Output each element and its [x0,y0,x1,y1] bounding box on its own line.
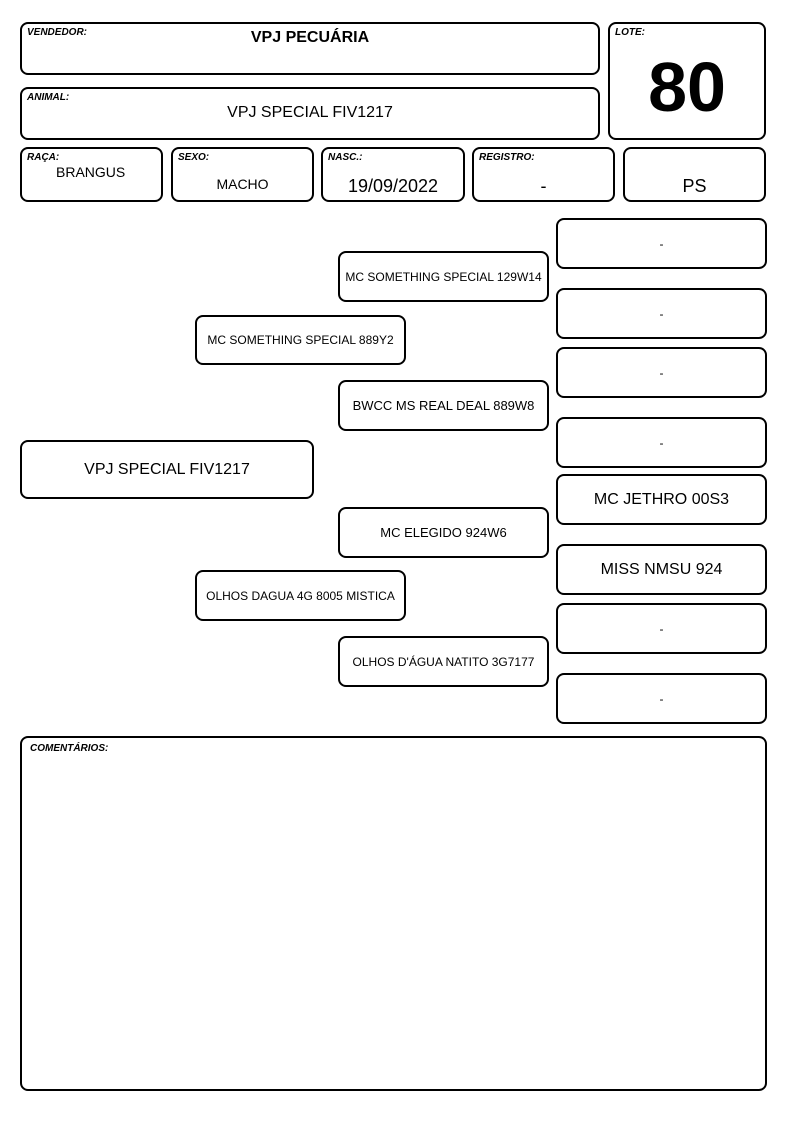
pedigree-gg-5: MC JETHRO 00S3 [556,474,767,525]
pedigree-gg-7-name: - [659,621,664,636]
animal-value: VPJ SPECIAL FIV1217 [227,104,393,121]
pedigree-gg-4-name: - [659,435,664,450]
raca-label: RAÇA: [27,152,60,163]
pedigree-gg-1-name: - [659,236,664,251]
pedigree-dam-dam-name: OLHOS D'ÁGUA NATITO 3G7177 [352,654,535,669]
pedigree-sire-dam: BWCC MS REAL DEAL 889W8 [338,380,549,431]
pedigree-gg-3-name: - [659,365,664,380]
vendedor-box: VENDEDOR: VPJ PECUÁRIA [20,22,600,75]
animal-label: ANIMAL: [27,92,70,103]
registro-box: REGISTRO: - [472,147,615,202]
registro-label: REGISTRO: [479,152,535,163]
vendedor-label: VENDEDOR: [27,27,88,38]
pedigree-animal: VPJ SPECIAL FIV1217 [20,440,314,499]
sexo-box: SEXO: MACHO [171,147,314,202]
raca-box: RAÇA: BRANGUS [20,147,163,202]
pedigree-gg-8-name: - [659,691,664,706]
nasc-box: NASC.: 19/09/2022 [321,147,465,202]
categoria-value: PS [682,176,707,196]
pedigree-gg-3: - [556,347,767,398]
pedigree-dam-sire: MC ELEGIDO 924W6 [338,507,549,558]
vendedor-value: VPJ PECUÁRIA [250,29,370,46]
lote-label: LOTE: [615,27,645,38]
pedigree-animal-name: VPJ SPECIAL FIV1217 [84,460,250,478]
pedigree-gg-6: MISS NMSU 924 [556,544,767,595]
registro-value: - [540,176,547,196]
pedigree-sire-dam-name: BWCC MS REAL DEAL 889W8 [352,398,535,413]
nasc-label: NASC.: [328,152,363,163]
pedigree-gg-6-name: MISS NMSU 924 [600,560,723,578]
comments-box: COMENTÁRIOS: [20,736,767,1091]
categoria-box: PS [623,147,766,202]
sexo-label: SEXO: [178,152,210,163]
lote-box: LOTE: 80 [608,22,766,140]
pedigree-sire-name: MC SOMETHING SPECIAL 889Y2 [207,333,394,347]
pedigree-gg-4: - [556,417,767,468]
pedigree-gg-8: - [556,673,767,724]
pedigree-sire-sire-name: MC SOMETHING SPECIAL 129W14 [345,269,542,284]
pedigree-sire: MC SOMETHING SPECIAL 889Y2 [195,315,406,365]
pedigree-gg-5-name: MC JETHRO 00S3 [593,490,730,508]
pedigree-dam: OLHOS DAGUA 4G 8005 MISTICA [195,570,406,621]
sexo-value: MACHO [216,176,269,192]
pedigree-gg-2: - [556,288,767,339]
pedigree-gg-1: - [556,218,767,269]
pedigree-sire-sire: MC SOMETHING SPECIAL 129W14 [338,251,549,302]
lote-value: 80 [648,48,726,126]
pedigree-dam-dam: OLHOS D'ÁGUA NATITO 3G7177 [338,636,549,687]
nasc-value: 19/09/2022 [347,176,439,196]
comments-label: COMENTÁRIOS: [30,743,109,754]
raca-value: BRANGUS [56,164,126,180]
pedigree-gg-7: - [556,603,767,654]
animal-box: ANIMAL: VPJ SPECIAL FIV1217 [20,87,600,140]
pedigree-gg-2-name: - [659,306,664,321]
pedigree-dam-name: OLHOS DAGUA 4G 8005 MISTICA [206,588,395,603]
pedigree-dam-sire-name: MC ELEGIDO 924W6 [380,525,507,540]
